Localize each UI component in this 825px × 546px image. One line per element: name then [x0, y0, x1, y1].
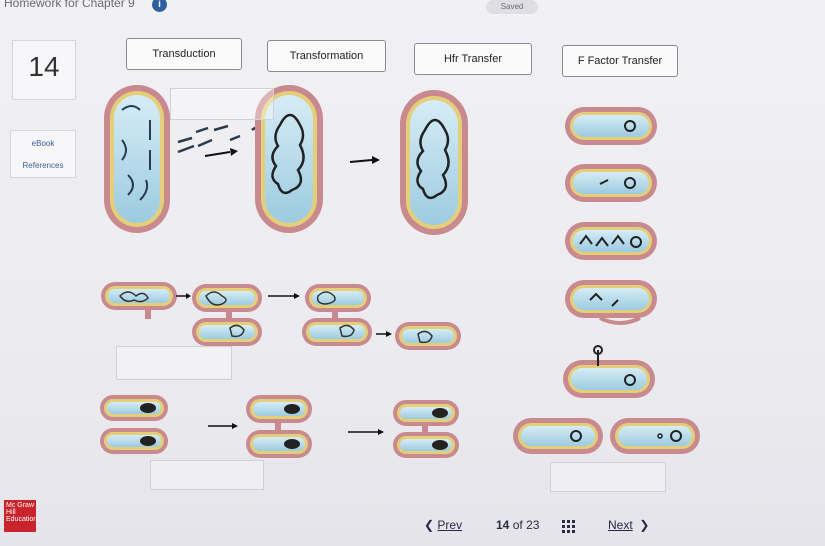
arrow-icon [204, 148, 238, 157]
total-pages: 23 [526, 518, 540, 532]
of-label: of [512, 518, 523, 532]
ebook-link[interactable]: eBook [31, 139, 55, 148]
transformation-cell [255, 85, 323, 233]
grid-icon[interactable] [562, 520, 575, 533]
label-transduction[interactable]: Transduction [126, 38, 242, 70]
arrow-icon [176, 293, 392, 337]
f-factor-cell [565, 280, 657, 325]
next-label[interactable]: Next [608, 518, 633, 532]
current-page: 14 [496, 518, 510, 532]
publisher-logo: Mc Graw Hill Education [4, 500, 37, 532]
phage-fragments [177, 124, 273, 154]
drop-zone-row1[interactable] [170, 88, 274, 120]
conjugation-cells-row2 [101, 282, 461, 350]
info-icon[interactable]: i [152, 0, 167, 12]
chevron-right-icon: ❯ [636, 518, 650, 532]
f-factor-cell [565, 164, 657, 202]
arrow-icon [349, 156, 380, 164]
saved-status: Saved [486, 0, 538, 14]
label-hfr-transfer[interactable]: Hfr Transfer [414, 43, 532, 75]
f-factor-cell [610, 418, 700, 454]
assignment-title: Homework for Chapter 9 [4, 0, 135, 10]
top-bar: Homework for Chapter 9 i Saved [0, 0, 825, 14]
arrow-icon [208, 423, 384, 435]
f-factor-cell [565, 222, 657, 260]
question-number: 14 [28, 51, 60, 82]
transduction-cell [104, 85, 170, 233]
label-f-factor-transfer[interactable]: F Factor Transfer [562, 45, 678, 77]
f-factor-cell [565, 107, 657, 145]
drop-zone-f-factor[interactable] [550, 462, 666, 492]
f-factor-cell [563, 345, 655, 398]
prev-label[interactable]: Prev [437, 518, 463, 532]
question-number-box: 14 [12, 40, 76, 100]
f-factor-cell [513, 418, 603, 454]
prev-button[interactable]: ❮ Prev [424, 518, 462, 532]
label-transformation[interactable]: Transformation [267, 40, 386, 72]
page-indicator: 14 of 23 [496, 518, 539, 532]
drop-zone-row3[interactable] [150, 460, 264, 490]
conjugation-cells-row3 [100, 395, 459, 458]
drop-zone-row2[interactable] [116, 346, 232, 380]
resource-panel: eBook References [10, 130, 76, 178]
next-button[interactable]: Next ❯ [608, 518, 649, 532]
references-link[interactable]: References [22, 161, 64, 170]
chevron-left-icon: ❮ [424, 518, 435, 532]
hfr-cell [400, 90, 468, 235]
